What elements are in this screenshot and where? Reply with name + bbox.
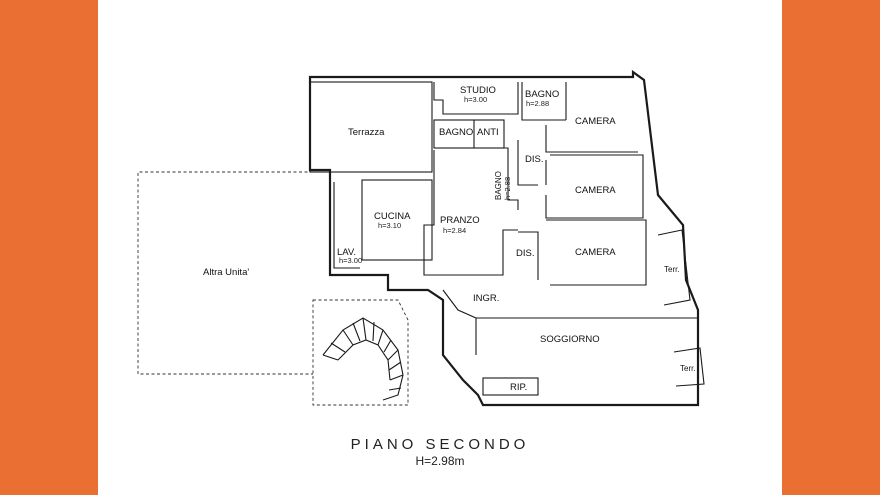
- label-cucina: CUCINA: [374, 211, 411, 222]
- plan-title: PIANO SECONDO: [350, 436, 530, 453]
- rip-room: [482, 377, 539, 396]
- label-terrazza: Terrazza: [348, 127, 385, 138]
- label-studio: STUDIO: [460, 85, 496, 96]
- plan-subtitle: H=2.98m: [415, 454, 465, 468]
- label-altra-unita: Altra Unita': [203, 267, 249, 278]
- label-terr-2: Terr.: [680, 364, 696, 373]
- dis-2-walls: [518, 231, 539, 280]
- height-cucina: h=3.10: [378, 221, 401, 230]
- label-rip: RIP.: [510, 382, 527, 393]
- bagno-mid-walls: [486, 147, 519, 210]
- altra-unita-outline: [137, 171, 313, 375]
- ingr-walls: [442, 289, 477, 355]
- height-bagno-top: h=2.88: [526, 99, 549, 108]
- label-camera-2: CAMERA: [575, 185, 616, 196]
- height-pranzo: h=2.84: [443, 226, 466, 235]
- terr-1-outline: [657, 229, 691, 306]
- bagno-top-walls: [521, 82, 566, 121]
- label-dis-2: DIS.: [516, 248, 534, 259]
- label-bagno-mid: BAGNO: [494, 171, 503, 200]
- height-studio: h=3.00: [464, 95, 487, 104]
- label-bagno-top: BAGNO: [525, 89, 559, 100]
- left-orange-bar: [0, 0, 98, 495]
- floor-plan-panel: STUDIO h=3.00 BAGNO h=2.88 CAMERA Terraz…: [98, 0, 782, 495]
- right-orange-bar: [782, 0, 880, 495]
- cucina-room: [361, 179, 433, 261]
- dis-1-walls: [517, 140, 538, 186]
- label-lav: LAV.: [337, 247, 356, 258]
- camera-2-walls: [545, 154, 644, 219]
- label-terr-1: Terr.: [664, 265, 680, 274]
- lav-walls: [333, 182, 360, 269]
- height-lav: h=3.00: [339, 256, 362, 265]
- label-ingr: INGR.: [473, 293, 499, 304]
- camera-3-walls: [546, 219, 647, 286]
- pranzo-walls: [423, 150, 518, 276]
- terr-2-outline: [673, 347, 705, 387]
- label-camera-1: CAMERA: [575, 116, 616, 127]
- height-bagno-mid: h=2.88: [503, 177, 512, 200]
- camera-1-walls: [545, 125, 638, 153]
- label-pranzo: PRANZO: [440, 215, 480, 226]
- label-bagno-anti-bagno: BAGNO: [439, 127, 473, 138]
- label-soggiorno: SOGGIORNO: [540, 334, 600, 345]
- floor-plan-drawing: STUDIO h=3.00 BAGNO h=2.88 CAMERA Terraz…: [137, 69, 705, 407]
- label-bagno-anti-anti: ANTI: [477, 127, 499, 138]
- terrazza-room: [309, 81, 433, 173]
- bagno-anti-box: [433, 119, 505, 149]
- staircase: [312, 299, 409, 406]
- label-camera-3: CAMERA: [575, 247, 616, 258]
- outer-wall: [308, 69, 700, 407]
- studio-walls: [433, 82, 519, 115]
- label-dis-1: DIS.: [525, 154, 543, 165]
